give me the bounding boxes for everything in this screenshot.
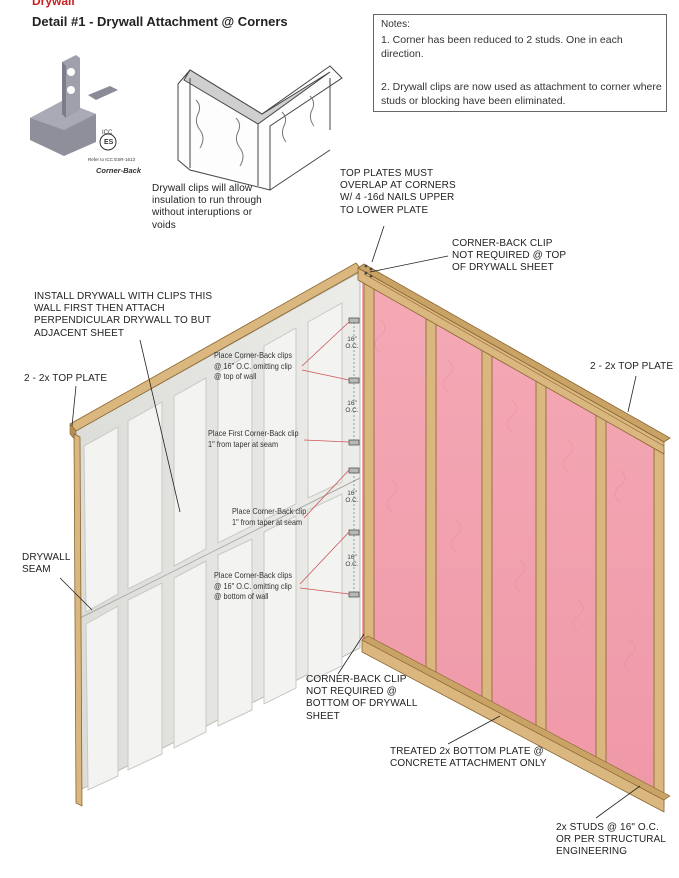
left-end-stud (73, 433, 83, 807)
section-label: Drywall (32, 0, 75, 8)
notes-box: Notes: 1. Corner has been reduced to 2 s… (373, 14, 667, 112)
badge-ref: Refer to ICC ESR-1613 (88, 157, 136, 162)
label-top-plates: TOP PLATES MUST OVERLAP AT CORNERS W/ 4 … (340, 168, 456, 216)
label-bottom-plate: TREATED 2x BOTTOM PLATE @ CONCRETE ATTAC… (390, 746, 547, 770)
bottom-plate (361, 635, 671, 813)
callout-leaders (59, 225, 641, 819)
spacing-label-3: 16" O.C. (345, 490, 359, 505)
stud-3 (535, 379, 547, 739)
note-clip-top: Place Corner-Back clips @ 16" O.C. omitt… (214, 350, 293, 382)
clip-6 (348, 591, 360, 598)
end-stud (653, 445, 665, 807)
note-clip-seam: Place Corner-Back clip 1" from taper at … (232, 506, 307, 527)
label-clip-not-required-top: CORNER-BACK CLIP NOT REQUIRED @ TOP OF D… (452, 238, 567, 274)
spacing-label-4: 16" O.C. (345, 554, 359, 569)
stud-1 (425, 317, 437, 681)
notes-heading: Notes: (381, 19, 410, 30)
label-drywall-clips: Drywall clips will allow insulation to r… (152, 183, 262, 231)
corner-back-clips (348, 317, 360, 598)
stud-4 (595, 413, 607, 771)
note-clip-bottom: Place Corner-Back clips @ 16" O.C. omitt… (214, 570, 293, 602)
clip-5 (348, 529, 360, 536)
note-1: 1. Corner has been reduced to 2 studs. O… (381, 34, 623, 60)
spacing-label-2: 16" O.C. (345, 400, 359, 415)
spacing-label-1: 16" O.C. (345, 336, 359, 351)
icc-es-badge (99, 133, 117, 151)
label-install-drywall: INSTALL DRYWALL WITH CLIPS THIS WALL FIR… (34, 291, 213, 339)
note-leaders (299, 321, 350, 595)
corner-back-clip-illustration (30, 55, 118, 156)
left-drywall-wall (73, 271, 361, 791)
corner-stud (363, 281, 375, 647)
clip-3 (348, 439, 360, 446)
note-clip-first: Place First Corner-Back clip 1" from tap… (208, 428, 299, 449)
label-top-plate-right: 2 - 2x TOP PLATE (590, 361, 674, 372)
brand-logo: Corner-Back (96, 166, 142, 175)
clip-2 (348, 377, 360, 384)
badge-es-logo: ES (104, 139, 114, 146)
right-top-plate (357, 263, 671, 455)
label-clip-not-required-bottom: CORNER-BACK CLIP NOT REQUIRED @ BOTTOM O… (306, 674, 418, 722)
note-2: 2. Drywall clips are now used as attachm… (381, 81, 662, 107)
detail-title: Detail #1 - Drywall Attachment @ Corners (32, 14, 288, 29)
stud-2 (481, 349, 493, 711)
corner-framing-sketch (177, 65, 343, 191)
badge-icc: ICC (102, 130, 113, 136)
label-studs: 2x STUDS @ 16" O.C. OR PER STRUCTURAL EN… (556, 822, 666, 858)
label-top-plate-left: 2 - 2x TOP PLATE (24, 373, 108, 384)
label-drywall-seam: DRYWALL SEAM (22, 552, 71, 576)
